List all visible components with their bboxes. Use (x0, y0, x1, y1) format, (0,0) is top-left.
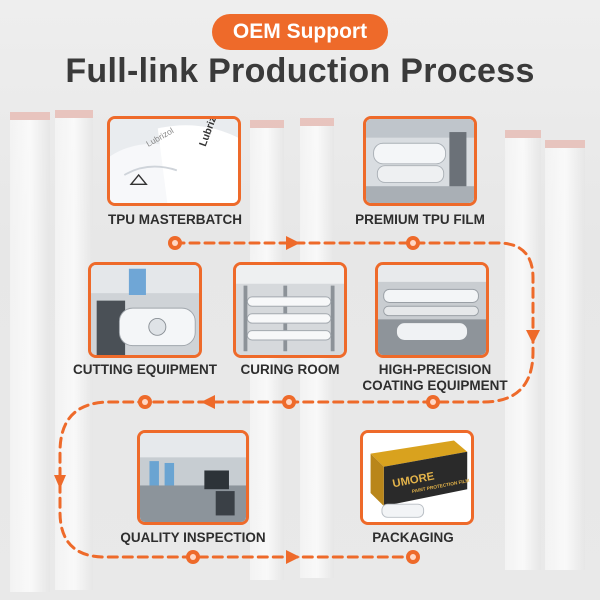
step-label-packaging: PACKAGING (372, 530, 454, 545)
coating-machine-image (378, 265, 486, 355)
oem-support-badge: OEM Support (212, 14, 388, 50)
curing-room-photo (233, 262, 347, 358)
cutting-equipment-photo (88, 262, 202, 358)
step-label-tpu-masterbatch: TPU MASTERBATCH (108, 212, 242, 227)
coating-equipment-photo (375, 262, 489, 358)
premium-tpu-film-photo (363, 116, 477, 206)
film-machine-image (366, 119, 474, 203)
masterbatch-bags-image: Lubrizol Lubrizol (110, 119, 238, 203)
packaging-box-image: UMORE PAINT PROTECTION FILM (363, 433, 471, 522)
cutting-machine-image (91, 265, 199, 355)
step-label-premium-tpu-film: PREMIUM TPU FILM (355, 212, 485, 227)
packaging-photo: UMORE PAINT PROTECTION FILM (360, 430, 474, 525)
quality-inspection-photo (137, 430, 249, 525)
step-label-quality-inspection: QUALITY INSPECTION (120, 530, 266, 545)
curing-room-image (236, 265, 344, 355)
inspection-room-image (140, 433, 246, 522)
step-label-curing-room: CURING ROOM (240, 362, 340, 377)
step-label-cutting-equipment: CUTTING EQUIPMENT (73, 362, 217, 377)
step-label-coating-equipment: HIGH-PRECISION COATING EQUIPMENT (360, 362, 510, 394)
step-label-coating-line2: COATING EQUIPMENT (362, 378, 508, 393)
masterbatch-photo: Lubrizol Lubrizol (107, 116, 241, 206)
page-title: Full-link Production Process (65, 52, 535, 90)
step-label-coating-line1: HIGH-PRECISION (378, 362, 492, 377)
